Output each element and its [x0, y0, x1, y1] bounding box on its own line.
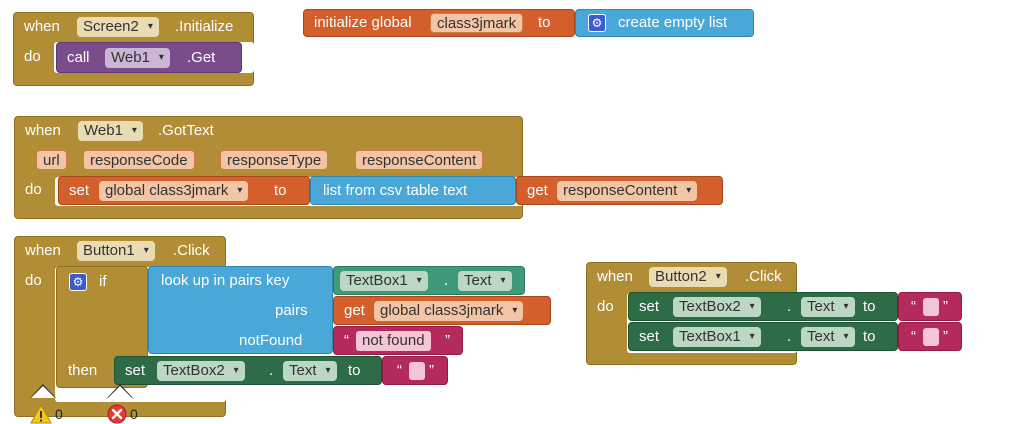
to-keyword: to: [863, 328, 876, 345]
create-empty-list-block[interactable]: ⚙ create empty list: [575, 9, 754, 37]
button-component-dropdown[interactable]: Button1: [77, 241, 155, 261]
get-method-label: .Get: [187, 49, 216, 66]
dot-separator: .: [269, 362, 274, 379]
warning-count: 0: [55, 406, 63, 422]
do-keyword: do: [25, 181, 42, 198]
do-keyword: do: [597, 298, 614, 315]
close-quote: ”: [445, 332, 450, 349]
key-component-dropdown[interactable]: TextBox1: [340, 271, 428, 291]
empty-string-slot[interactable]: [923, 298, 939, 316]
when-keyword: when: [25, 122, 61, 139]
empty-string-slot[interactable]: [409, 362, 425, 380]
set-global-class3jmark-block[interactable]: set global class3jmark to: [58, 176, 310, 205]
set-keyword: set: [639, 298, 660, 315]
pairs-label: pairs: [275, 302, 308, 319]
warning-icon[interactable]: [30, 404, 52, 424]
global-var-name[interactable]: class3jmark: [430, 13, 524, 33]
dot-separator: .: [787, 298, 792, 315]
not-found-text[interactable]: not found: [356, 331, 431, 351]
dot-separator: .: [787, 328, 792, 345]
close-quote: ”: [943, 328, 948, 345]
then-component-dropdown[interactable]: TextBox2: [157, 361, 245, 381]
lookup-in-pairs-block[interactable]: look up in pairs key pairs notFound: [148, 266, 333, 354]
then-keyword: then: [68, 362, 98, 379]
error-count: 0: [130, 406, 138, 422]
open-quote: “: [911, 298, 916, 315]
set-keyword: set: [639, 328, 660, 345]
get-var-dropdown[interactable]: responseContent: [557, 181, 698, 201]
gear-icon[interactable]: ⚙: [69, 273, 87, 291]
lookup-label: look up in pairs key: [161, 272, 290, 289]
call-keyword: call: [67, 49, 90, 66]
gottext-event-label: .GotText: [158, 122, 214, 139]
not-found-string-block[interactable]: “ not found ”: [333, 326, 463, 355]
click-event-label: .Click: [745, 268, 782, 285]
param-response-content[interactable]: responseContent: [355, 150, 484, 170]
set-textbox2-text-block[interactable]: set TextBox2 . Text to: [114, 356, 382, 385]
do-keyword: do: [25, 272, 42, 289]
screen2-initialize-block[interactable]: when Screen2 .Initialize do call Web1 .G…: [13, 12, 254, 86]
get-global-class3jmark-block[interactable]: get global class3jmark: [333, 296, 551, 325]
textbox1-text-getter[interactable]: TextBox1 . Text: [333, 266, 525, 295]
open-quote: “: [397, 362, 402, 379]
close-quote: ”: [429, 362, 434, 379]
open-quote: “: [344, 332, 349, 349]
set-keyword: set: [69, 182, 90, 199]
screen-component-dropdown[interactable]: Screen2: [77, 17, 159, 37]
pairs-var-dropdown[interactable]: global class3jmark: [374, 301, 524, 321]
row2-prop-dropdown[interactable]: Text: [801, 327, 855, 347]
collapse-toggle-icon-fill: [31, 386, 55, 398]
open-quote: “: [911, 328, 916, 345]
param-url[interactable]: url: [36, 150, 67, 170]
row1-prop-dropdown[interactable]: Text: [801, 297, 855, 317]
call-component-dropdown[interactable]: Web1: [105, 48, 170, 68]
get-keyword: get: [527, 182, 548, 199]
when-keyword: when: [25, 242, 61, 259]
gear-icon[interactable]: ⚙: [588, 14, 606, 32]
to-keyword: to: [863, 298, 876, 315]
param-response-type[interactable]: responseType: [220, 150, 329, 170]
row1-component-dropdown[interactable]: TextBox2: [673, 297, 761, 317]
row2-component-dropdown[interactable]: TextBox1: [673, 327, 761, 347]
empty-string-slot[interactable]: [923, 328, 939, 346]
initialize-global-label: initialize global: [314, 14, 412, 31]
to-keyword: to: [538, 14, 551, 31]
then-prop-dropdown[interactable]: Text: [283, 361, 337, 381]
click-event-label: .Click: [173, 242, 210, 259]
when-keyword: when: [24, 18, 60, 35]
set-keyword: set: [125, 362, 146, 379]
collapse-toggle-icon-fill: [108, 386, 132, 398]
dot-separator: .: [444, 272, 449, 289]
set-textbox1-text-block[interactable]: set TextBox1 . Text to: [628, 322, 898, 351]
call-web1-get-block[interactable]: call Web1 .Get: [56, 42, 242, 73]
initialize-global-block[interactable]: initialize global class3jmark to: [303, 9, 575, 37]
empty-string-block[interactable]: “ ”: [898, 292, 962, 321]
create-empty-list-label: create empty list: [618, 14, 728, 31]
set-var-dropdown[interactable]: global class3jmark: [99, 181, 249, 201]
if-keyword: if: [99, 273, 107, 290]
param-response-code[interactable]: responseCode: [83, 150, 195, 170]
empty-string-block[interactable]: “ ”: [898, 322, 962, 351]
do-keyword: do: [24, 48, 41, 65]
initialize-event-label: .Initialize: [175, 18, 234, 35]
to-keyword: to: [348, 362, 361, 379]
set-textbox2-text-block[interactable]: set TextBox2 . Text to: [628, 292, 898, 321]
get-keyword: get: [344, 302, 365, 319]
close-quote: ”: [943, 298, 948, 315]
empty-string-block[interactable]: “ ”: [382, 356, 448, 385]
web-component-dropdown[interactable]: Web1: [78, 121, 143, 141]
error-icon[interactable]: [107, 404, 127, 424]
when-keyword: when: [597, 268, 633, 285]
get-response-content-block[interactable]: get responseContent: [516, 176, 723, 205]
list-from-csv-table-block[interactable]: list from csv table text: [310, 176, 516, 205]
key-prop-dropdown[interactable]: Text: [458, 271, 512, 291]
to-keyword: to: [274, 182, 287, 199]
notfound-label: notFound: [239, 332, 303, 349]
button-component-dropdown[interactable]: Button2: [649, 267, 727, 287]
csv-table-label: list from csv table text: [323, 182, 468, 199]
